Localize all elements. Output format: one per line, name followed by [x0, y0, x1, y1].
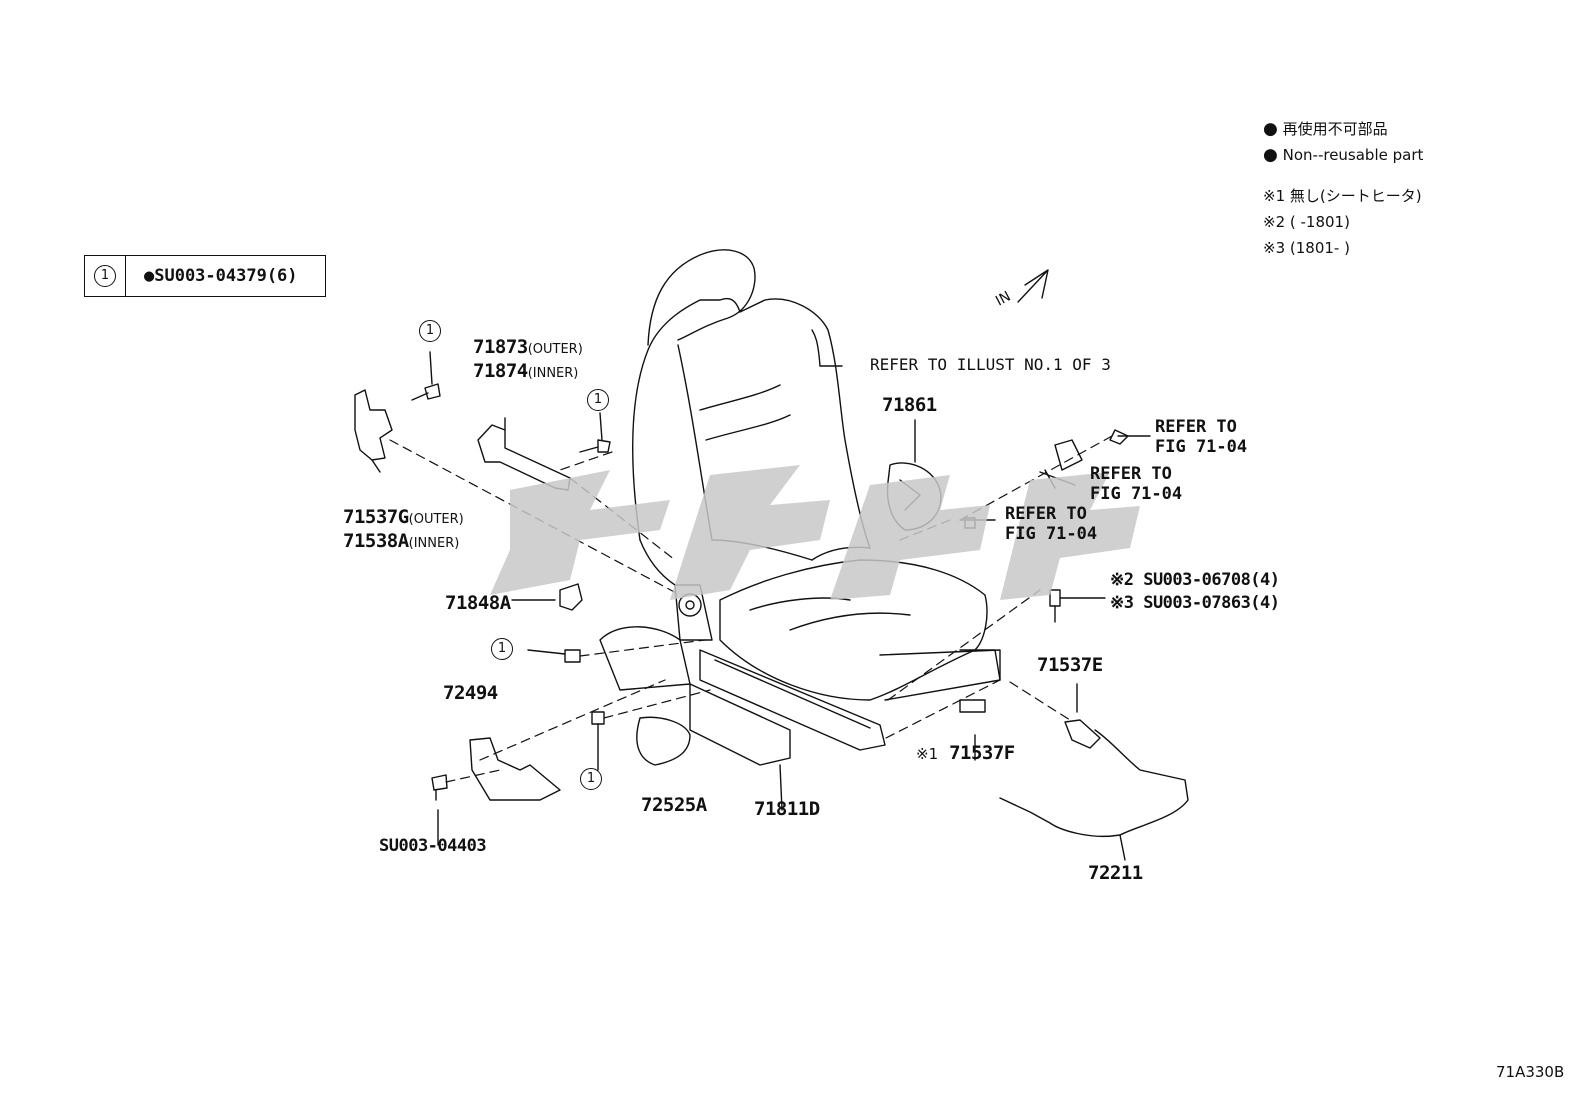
part-label-71873[interactable]: 71873(OUTER) — [473, 338, 583, 357]
fastener-ref-marker: 1 — [587, 389, 609, 411]
legend-note-2: ※2 ( -1801) — [1263, 213, 1350, 231]
part-note: (INNER) — [527, 366, 579, 381]
part-label-71538a[interactable]: 71538A(INNER) — [343, 532, 459, 551]
part-label-71537g[interactable]: 71537G(OUTER) — [343, 508, 464, 527]
part-label-71874[interactable]: 71874(INNER) — [473, 362, 578, 381]
part-note: ※1 — [916, 745, 939, 763]
legend-non-reusable-ja-text: 再使用不可部品 — [1282, 120, 1388, 138]
refer-illust-text[interactable]: REFER TO ILLUST NO.1 OF 3 — [870, 355, 1111, 374]
part-number: 71537F — [949, 742, 1015, 764]
legend-note-3: ※3 (1801- ) — [1263, 239, 1350, 257]
legend-non-reusable-en: ● Non--reusable part — [1263, 147, 1423, 164]
part-label-72525a[interactable]: 72525A — [641, 794, 707, 816]
part-number: 71873 — [473, 336, 528, 358]
part-label-su003-07863[interactable]: ※3 SU003-07863(4) — [1110, 593, 1280, 613]
fastener-reference-table: 1 ●SU003-04379(6) — [84, 255, 326, 297]
refer-fig-buckle[interactable]: REFER TO FIG 71-04 — [1090, 464, 1182, 504]
bullet-icon: ● — [1263, 145, 1278, 165]
part-number: 71537G — [343, 506, 409, 528]
part-label-71848a[interactable]: 71848A — [445, 592, 511, 614]
legend-non-reusable-en-text: Non--reusable part — [1282, 146, 1424, 164]
part-note: (OUTER) — [527, 342, 583, 357]
legend-note-1: ※1 無し(シートヒータ) — [1263, 187, 1422, 205]
refer-fig-seatbelt-top[interactable]: REFER TO FIG 71-04 — [1155, 417, 1247, 457]
fastener-ref-marker: 1 — [419, 320, 441, 342]
part-label-71537e[interactable]: 71537E — [1037, 654, 1103, 676]
bullet-icon: ● — [1263, 119, 1278, 139]
part-note: (OUTER) — [408, 512, 464, 527]
refer-fig-line2: FIG 71-04 — [1005, 524, 1098, 544]
fastener-ref-cell: 1 — [85, 256, 126, 296]
refer-fig-line2: FIG 71-04 — [1090, 484, 1183, 504]
refer-fig-line1: REFER TO — [1155, 417, 1237, 437]
part-note: (INNER) — [408, 536, 460, 551]
fastener-ref-marker: 1 — [94, 265, 116, 287]
fastener-ref-marker: 1 — [580, 768, 602, 790]
refer-fig-line1: REFER TO — [1090, 464, 1172, 484]
part-number: 71538A — [343, 530, 409, 552]
part-label-72494[interactable]: 72494 — [443, 682, 498, 704]
part-label-71861[interactable]: 71861 — [882, 394, 937, 416]
fastener-ref-marker: 1 — [491, 638, 513, 660]
refer-fig-line1: REFER TO — [1005, 504, 1087, 524]
refer-fig-line2: FIG 71-04 — [1155, 437, 1248, 457]
part-number: 71874 — [473, 360, 528, 382]
part-label-72211[interactable]: 72211 — [1088, 862, 1143, 884]
part-label-71537f[interactable]: ※1 71537F — [916, 744, 1015, 763]
refer-fig-anchor[interactable]: REFER TO FIG 71-04 — [1005, 504, 1097, 544]
figure-code: 71A330B — [1496, 1063, 1565, 1081]
legend-non-reusable-ja: ● 再使用不可部品 — [1263, 121, 1388, 138]
part-label-su003-04403[interactable]: SU003-04403 — [379, 836, 487, 856]
part-label-su003-06708[interactable]: ※2 SU003-06708(4) — [1110, 570, 1280, 590]
part-label-71811d[interactable]: 71811D — [754, 798, 820, 820]
fastener-part-number[interactable]: ●SU003-04379(6) — [144, 266, 298, 286]
